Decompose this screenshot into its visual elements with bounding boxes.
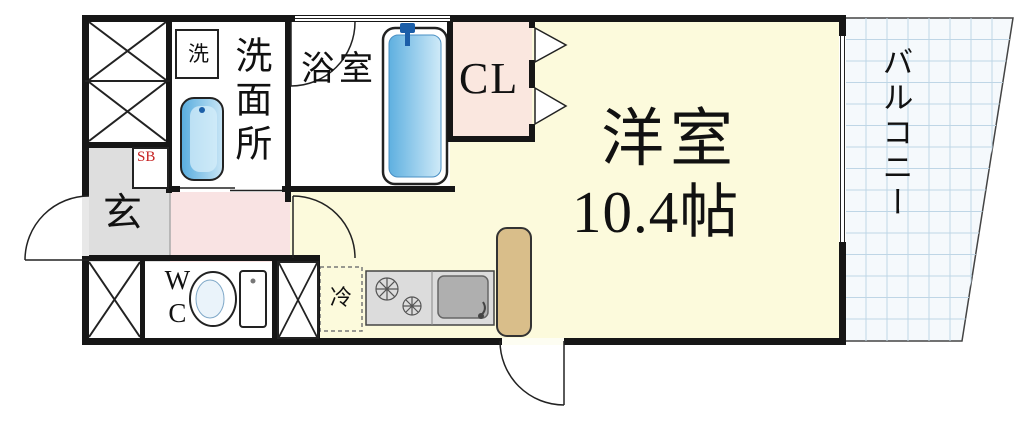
washing-machine-area [175, 29, 219, 79]
fridge-space [319, 266, 363, 332]
shaft-boxes [85, 21, 170, 338]
vanity-sink [180, 97, 224, 181]
kitchen-counter [496, 227, 532, 337]
balcony-label: バルコニー [877, 46, 913, 221]
toilet [189, 270, 267, 328]
stove-burner-icon [375, 277, 422, 316]
main-room-label: 洋室 [601, 104, 739, 174]
room-floors [85, 18, 845, 341]
hallway-door-arc [292, 195, 356, 259]
shoe-box [132, 147, 169, 189]
closet-label: CL [459, 54, 520, 103]
wc-label: WC [162, 265, 193, 331]
bathtub [381, 23, 449, 186]
pipe-space-box [277, 261, 319, 339]
sliding-door-washroom [180, 186, 282, 192]
washing-machine-label: 洗 [188, 42, 209, 66]
balcony-window [839, 36, 846, 242]
main-room-size-label: 10.4帖 [572, 179, 740, 245]
closet-floor [450, 18, 532, 136]
main-room-floor [290, 18, 845, 341]
door-arcs [24, 21, 565, 406]
bathroom-label: 浴室 [301, 51, 377, 88]
bathroom-window [295, 16, 450, 21]
entrance-door-arc [24, 195, 90, 261]
bathroom-door-arc [290, 21, 356, 87]
shoe-box-label: SB [137, 149, 156, 165]
entrance-label: 玄 [103, 192, 143, 235]
fridge-label: 冷 [330, 285, 353, 310]
hallway-floor [170, 188, 290, 262]
kitchen-sink [437, 275, 489, 319]
openings [82, 16, 846, 345]
kitchen-unit [365, 270, 495, 326]
washroom-label: 洗面所 [228, 36, 270, 168]
main-room-door-arc [499, 340, 565, 406]
balcony-area [844, 17, 1014, 342]
closet-folding-doors [534, 26, 568, 126]
